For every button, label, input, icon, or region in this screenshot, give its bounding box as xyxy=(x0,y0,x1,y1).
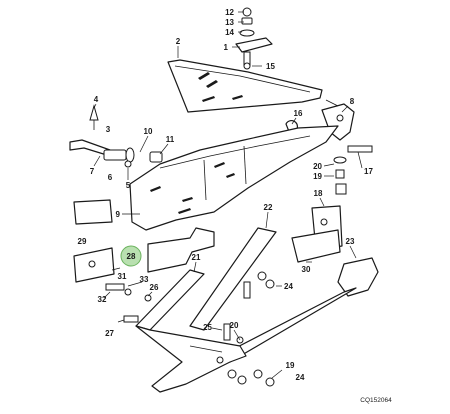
callout-15: 15 xyxy=(266,62,275,71)
bolt-clusters xyxy=(105,271,275,387)
callout-12: 12 xyxy=(225,8,234,17)
callout-28: 28 xyxy=(127,252,136,261)
callout-3: 3 xyxy=(106,125,111,134)
callout-26: 26 xyxy=(150,283,159,292)
callout-21: 21 xyxy=(192,253,201,262)
callout-8: 8 xyxy=(350,97,355,106)
callout-20-lower: 20 xyxy=(230,321,239,330)
callout-31: 31 xyxy=(118,272,127,281)
part-2-upper-bracket xyxy=(167,59,323,113)
callout-1: 1 xyxy=(224,43,229,52)
drawing-code: CQ152064 xyxy=(360,397,392,404)
callout-20: 20 xyxy=(313,162,322,171)
callout-27: 27 xyxy=(105,329,114,338)
bottom-frame xyxy=(135,325,247,393)
callout-30: 30 xyxy=(302,265,311,274)
callout-24: 24 xyxy=(284,282,293,291)
callout-14: 14 xyxy=(225,28,234,37)
callout-23: 23 xyxy=(346,237,355,246)
part-9-main-plate xyxy=(129,125,339,231)
callout-32: 32 xyxy=(98,295,107,304)
callout-33: 33 xyxy=(140,275,149,284)
left-plates xyxy=(73,199,115,283)
callout-10: 10 xyxy=(144,127,153,136)
part-30-plate xyxy=(291,229,341,263)
callout-24-lower: 24 xyxy=(296,373,305,382)
part-23-arm xyxy=(219,257,379,363)
callout-19-lower: 19 xyxy=(286,361,295,370)
callout-6: 6 xyxy=(108,173,113,182)
callout-16: 16 xyxy=(294,109,303,118)
callout-29: 29 xyxy=(78,237,87,246)
callout-17: 17 xyxy=(364,167,373,176)
leader-lines xyxy=(93,11,363,379)
callout-19: 19 xyxy=(313,172,322,181)
highlight-marker xyxy=(120,245,142,267)
callout-13: 13 xyxy=(225,18,234,27)
callout-4: 4 xyxy=(94,95,99,104)
callout-11: 11 xyxy=(166,135,175,144)
part-28-bracket xyxy=(147,227,215,273)
callout-22: 22 xyxy=(264,203,273,212)
left-hardware xyxy=(69,104,163,168)
callout-25: 25 xyxy=(203,323,212,332)
frame-tubes xyxy=(135,227,277,331)
callout-labels: 12 13 14 1 2 15 8 16 4 10 11 7 6 5 3 9 1… xyxy=(78,8,374,382)
callout-18: 18 xyxy=(314,189,323,198)
callout-9: 9 xyxy=(116,210,121,219)
callout-2: 2 xyxy=(176,37,181,46)
top-hardware-stack xyxy=(235,7,273,70)
callout-7: 7 xyxy=(90,167,95,176)
callout-5: 5 xyxy=(126,181,131,190)
